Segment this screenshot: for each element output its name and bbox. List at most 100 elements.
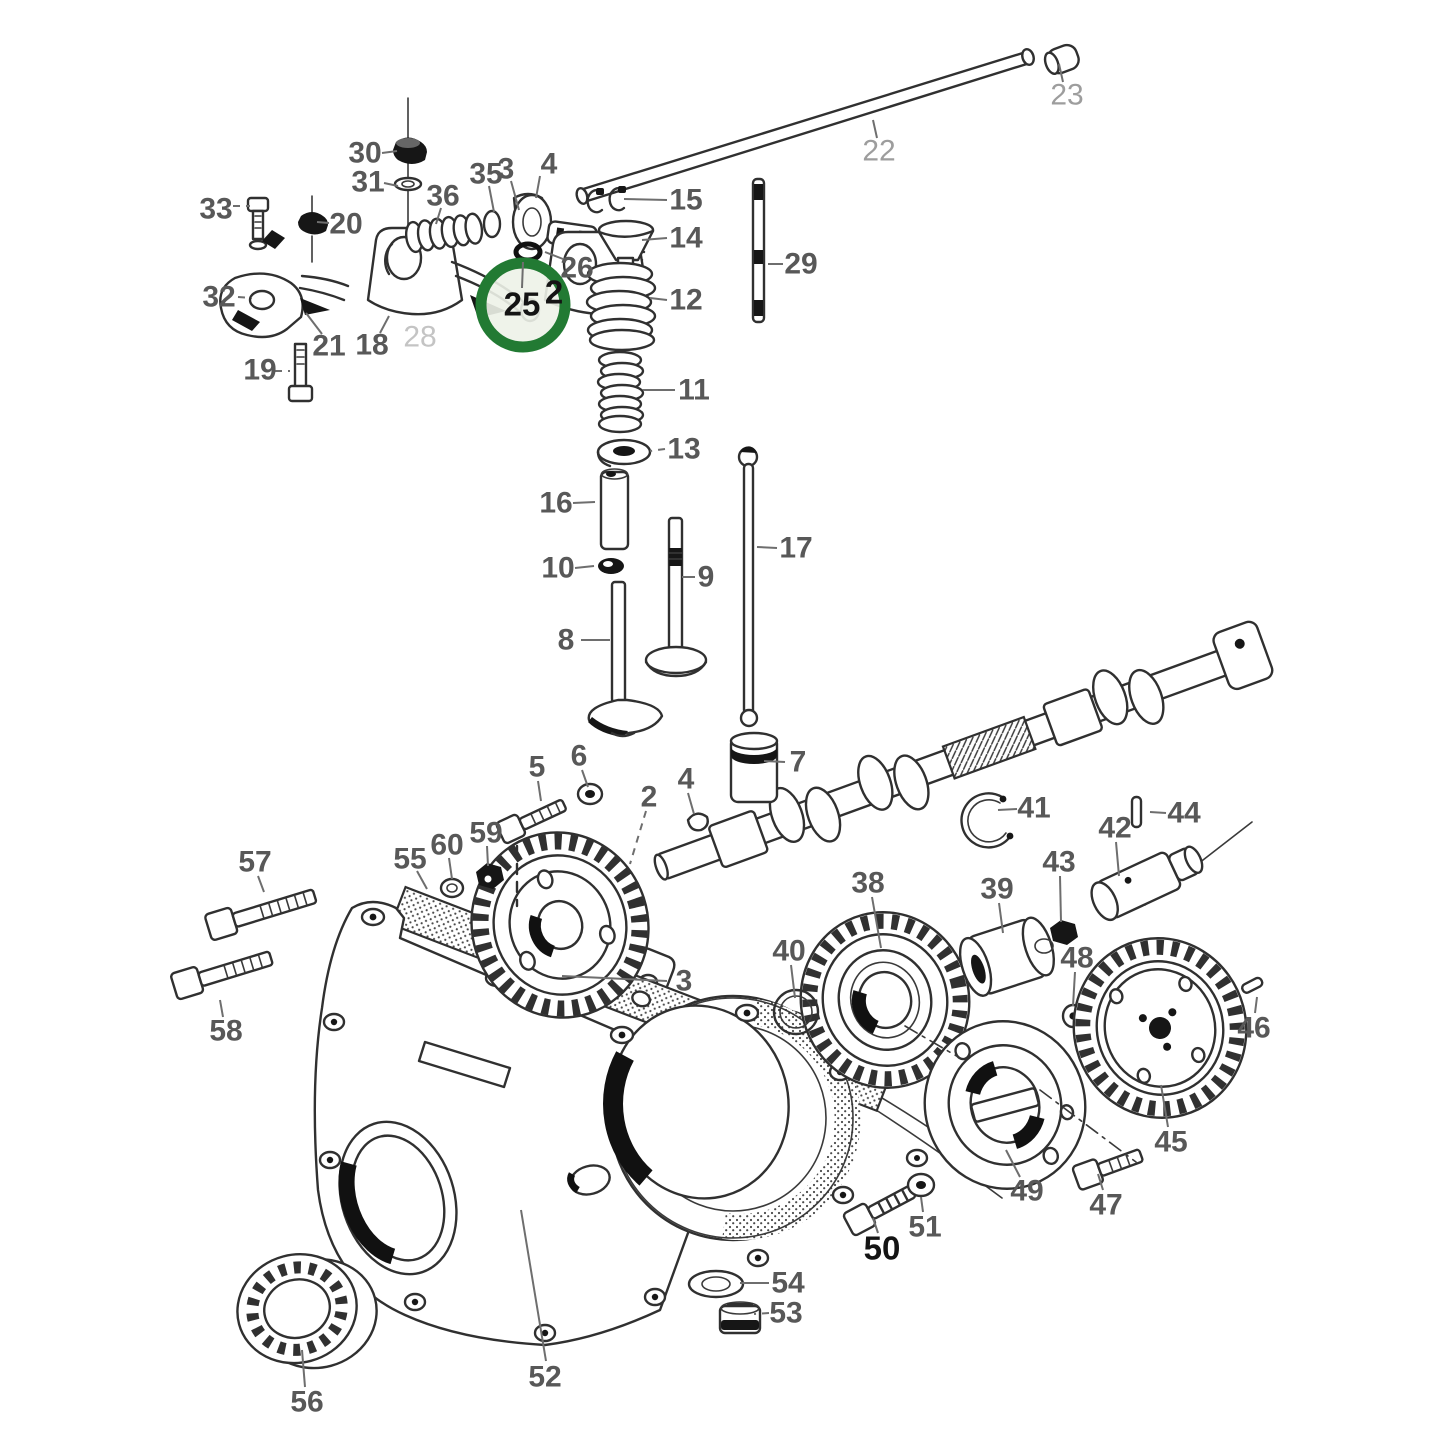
valve-gear-drawing — [585, 186, 779, 804]
part-label-20[interactable]: 20 — [329, 208, 362, 241]
part-label-36[interactable]: 36 — [426, 180, 459, 213]
leader-line-23 — [1058, 63, 1064, 83]
part-label-16[interactable]: 16 — [539, 487, 572, 520]
part-label-47[interactable]: 47 — [1089, 1189, 1122, 1222]
part-label-23[interactable]: 23 — [1050, 79, 1083, 112]
part-label-45[interactable]: 45 — [1154, 1126, 1187, 1159]
leader-line-2 — [629, 810, 647, 865]
part-label-2[interactable]: 2 — [545, 274, 563, 311]
leader-line-7 — [763, 760, 786, 763]
leader-line-57 — [257, 875, 265, 893]
part-label-19[interactable]: 19 — [243, 354, 276, 387]
leader-line-56 — [301, 1349, 306, 1388]
part-label-49[interactable]: 49 — [1010, 1175, 1043, 1208]
part-label-57[interactable]: 57 — [238, 846, 271, 879]
leader-line-3 — [510, 180, 520, 211]
leader-line-6 — [581, 769, 589, 788]
leader-line-12 — [649, 297, 668, 301]
leader-line-15 — [623, 198, 668, 201]
part-label-3[interactable]: 3 — [498, 153, 515, 186]
part-label-4[interactable]: 4 — [541, 148, 558, 181]
part-label-7[interactable]: 7 — [790, 746, 807, 779]
leader-line-21 — [305, 312, 323, 335]
part-label-4[interactable]: 4 — [678, 763, 695, 796]
part-label-21[interactable]: 21 — [312, 330, 345, 363]
shaft-42-drawing — [1090, 845, 1204, 922]
part-label-41[interactable]: 41 — [1017, 792, 1050, 825]
leader-line-35 — [488, 185, 495, 213]
edge-fade — [0, 0, 120, 1445]
construction-lines — [515, 844, 1137, 1163]
stud-drawing — [751, 177, 766, 324]
leader-line-25 — [521, 261, 524, 289]
part-label-25[interactable]: 25 — [504, 286, 541, 323]
leader-line-47 — [1097, 1173, 1104, 1191]
leader-line-50 — [872, 1217, 879, 1234]
bolt-57-drawing — [204, 888, 318, 942]
part-label-50[interactable]: 50 — [864, 1230, 901, 1267]
part-label-3[interactable]: 3 — [676, 965, 693, 998]
part-label-30[interactable]: 30 — [348, 137, 381, 170]
leader-line-48 — [1072, 971, 1076, 1007]
leader-line-30 — [381, 150, 398, 154]
leader-line-52 — [520, 1209, 547, 1362]
part-label-48[interactable]: 48 — [1060, 942, 1093, 975]
part-label-31[interactable]: 31 — [351, 166, 384, 199]
part-label-52[interactable]: 52 — [528, 1361, 561, 1394]
washer-54-drawing — [687, 1269, 745, 1299]
part-label-10[interactable]: 10 — [541, 552, 574, 585]
part-label-13[interactable]: 13 — [667, 433, 700, 466]
part-label-28[interactable]: 28 — [403, 321, 436, 354]
part-label-15[interactable]: 15 — [669, 184, 702, 217]
part-label-2[interactable]: 2 — [641, 781, 658, 814]
part-label-53[interactable]: 53 — [769, 1297, 802, 1330]
part-label-38[interactable]: 38 — [851, 867, 884, 900]
leader-line-38 — [871, 896, 882, 949]
leader-line-17 — [756, 546, 778, 549]
part-label-51[interactable]: 51 — [908, 1211, 941, 1244]
part-label-8[interactable]: 8 — [558, 624, 575, 657]
part-label-29[interactable]: 29 — [784, 248, 817, 281]
part-label-58[interactable]: 58 — [209, 1015, 242, 1048]
leader-line-41 — [997, 808, 1018, 811]
leader-line-55 — [416, 870, 428, 890]
part-label-5[interactable]: 5 — [529, 751, 546, 784]
leader-line-26 — [544, 251, 564, 260]
leader-line-44 — [1149, 811, 1167, 814]
part-label-33[interactable]: 33 — [199, 193, 232, 226]
part-label-35[interactable]: 35 — [469, 158, 502, 191]
part-label-43[interactable]: 43 — [1042, 846, 1075, 879]
part-label-22[interactable]: 22 — [862, 135, 895, 168]
part-label-11[interactable]: 11 — [678, 374, 710, 407]
part-label-6[interactable]: 6 — [571, 740, 588, 773]
oring-40-drawing — [772, 988, 820, 1036]
leader-line-60 — [448, 857, 453, 880]
part-label-32[interactable]: 32 — [202, 281, 235, 314]
leader-line-5 — [537, 780, 542, 802]
part-label-39[interactable]: 39 — [980, 873, 1013, 906]
nut-43-drawing — [1034, 920, 1078, 954]
part-label-56[interactable]: 56 — [290, 1386, 323, 1419]
part-label-9[interactable]: 9 — [698, 561, 715, 594]
leader-line-3 — [561, 975, 668, 982]
part-label-42[interactable]: 42 — [1098, 812, 1131, 845]
diagram-artwork — [0, 0, 1274, 1445]
part-label-17[interactable]: 17 — [779, 532, 812, 565]
part-label-14[interactable]: 14 — [669, 222, 703, 255]
push-rod-drawing — [575, 47, 1035, 205]
part-label-54[interactable]: 54 — [771, 1267, 805, 1300]
part-label-55[interactable]: 55 — [393, 843, 426, 876]
part-label-26[interactable]: 26 — [560, 252, 593, 285]
part-label-59[interactable]: 59 — [469, 817, 502, 850]
part-label-60[interactable]: 60 — [430, 829, 463, 862]
part-label-18[interactable]: 18 — [355, 329, 388, 362]
part-label-44[interactable]: 44 — [1167, 797, 1201, 830]
seal-56-drawing — [236, 1253, 378, 1370]
part-label-12[interactable]: 12 — [669, 284, 702, 317]
bolt-5-drawing — [495, 799, 567, 845]
part-label-46[interactable]: 46 — [1237, 1012, 1270, 1045]
part-label-40[interactable]: 40 — [772, 935, 805, 968]
washer-51-drawing — [906, 1172, 936, 1198]
leader-line-45 — [1160, 1084, 1169, 1128]
